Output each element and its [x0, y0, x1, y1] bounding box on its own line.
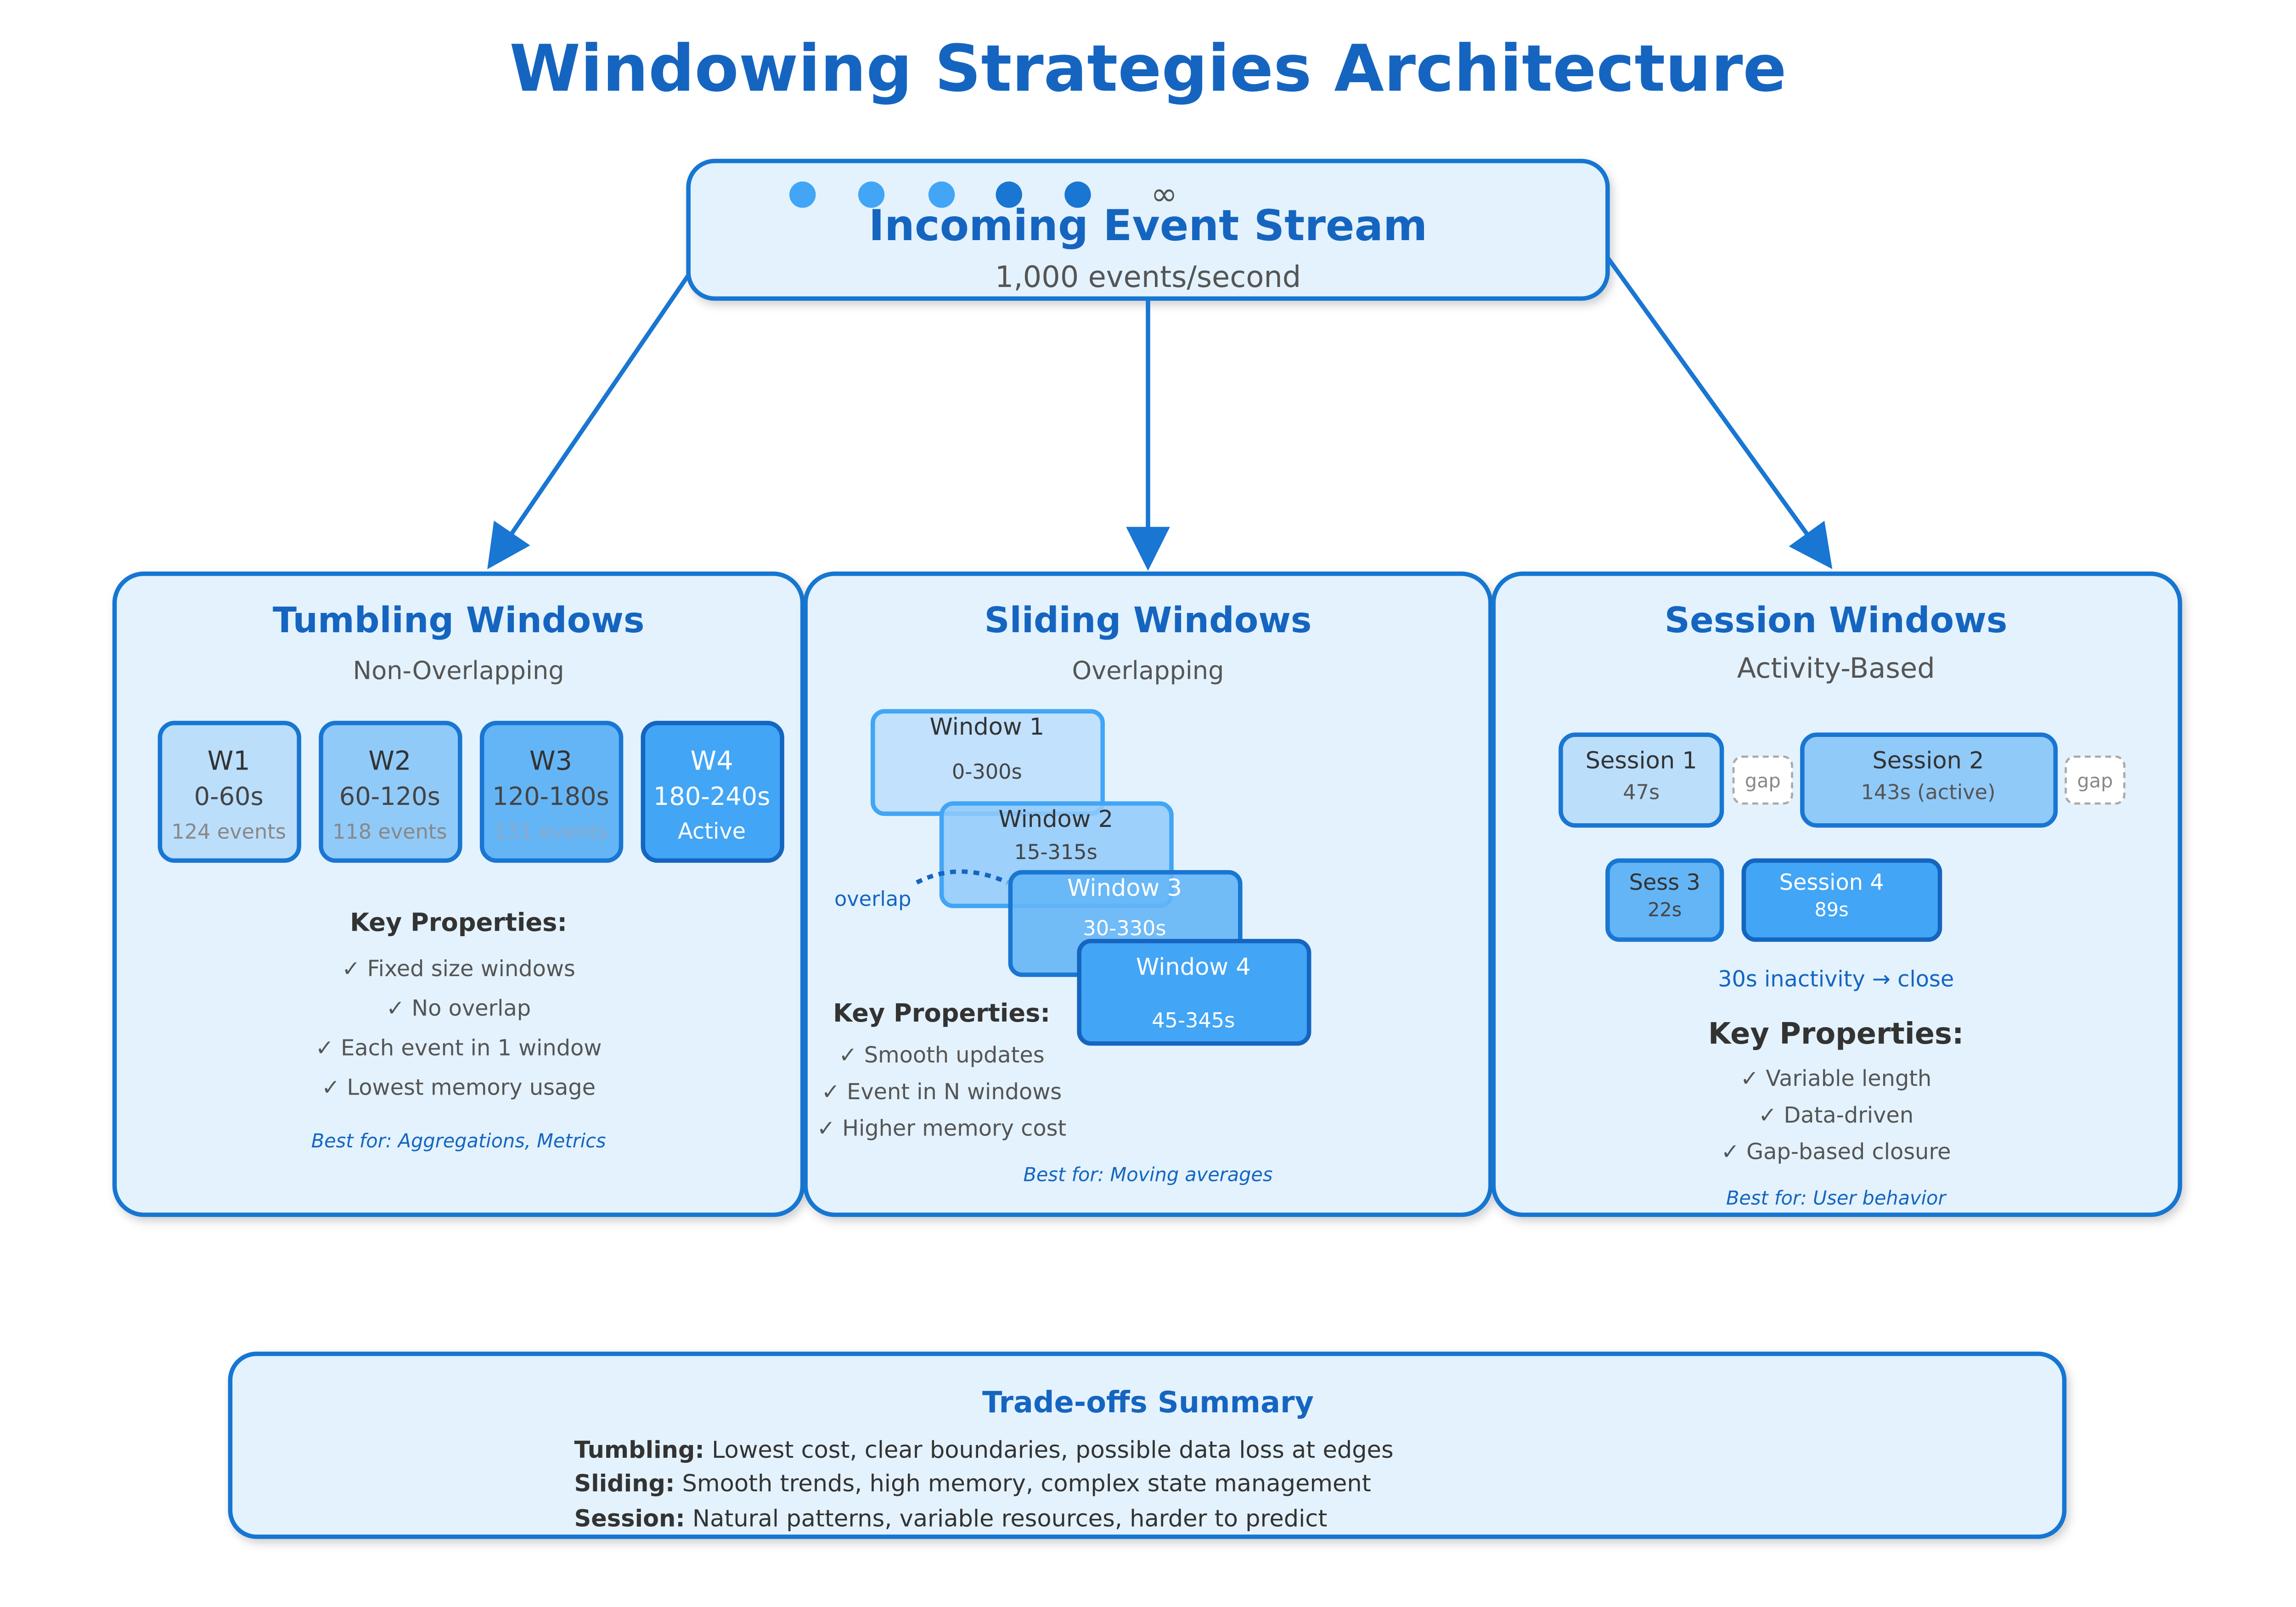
summary-row-session: Session: Natural patterns, variable reso…: [574, 1506, 1327, 1533]
page-title: Windowing Strategies Architecture: [509, 32, 1786, 107]
session-gap: gap: [2065, 755, 2126, 805]
session-rule: 30s inactivity → close: [1718, 966, 1954, 992]
session-prop: ✓ Variable length: [1740, 1066, 1931, 1091]
summary-row-sliding: Sliding: Smooth trends, high memory, com…: [574, 1470, 1371, 1497]
session-subtitle: Activity-Based: [1737, 652, 1935, 685]
session-duration: 89s: [1814, 899, 1848, 921]
window-range: 120-180s: [492, 782, 609, 811]
window-name: W1: [208, 746, 250, 776]
summary-label: Sliding:: [574, 1470, 675, 1497]
sliding-window-1: Window 1 0-300s: [870, 709, 1105, 816]
tumbling-panel: Tumbling Windows Non-Overlapping W1 0-60…: [112, 571, 805, 1217]
session-gap: gap: [1732, 755, 1793, 805]
session-name: Session 2: [1872, 747, 1984, 774]
window-range: 60-120s: [339, 782, 440, 811]
tumbling-subtitle: Non-Overlapping: [353, 656, 564, 685]
tumbling-best-for: Best for: Aggregations, Metrics: [311, 1130, 606, 1152]
window-name: W3: [529, 746, 572, 776]
window-range: 0-300s: [952, 760, 1022, 784]
event-dot: [928, 181, 955, 208]
window-name: W2: [368, 746, 411, 776]
window-count: 124 events: [171, 820, 286, 844]
summary-title: Trade-offs Summary: [982, 1386, 1314, 1420]
event-dot: [858, 181, 885, 208]
session-name: Session 4: [1779, 870, 1884, 895]
overlap-label: overlap: [834, 887, 912, 911]
tumbling-prop: ✓ No overlap: [386, 996, 531, 1021]
tradeoffs-summary: Trade-offs Summary Tumbling: Lowest cost…: [228, 1351, 2067, 1539]
session-props-title: Key Properties:: [1708, 1017, 1964, 1051]
session-prop: ✓ Gap-based closure: [1721, 1140, 1951, 1165]
tumbling-prop: ✓ Each event in 1 window: [315, 1035, 602, 1061]
session-duration: 143s (active): [1861, 780, 1996, 804]
summary-row-tumbling: Tumbling: Lowest cost, clear boundaries,…: [574, 1437, 1393, 1464]
window-name: Window 4: [1136, 954, 1251, 981]
summary-label: Tumbling:: [574, 1437, 704, 1464]
tumbling-props-title: Key Properties:: [350, 908, 567, 937]
window-name: Window 2: [998, 806, 1113, 833]
event-dot: [996, 181, 1022, 208]
session-name: Session 1: [1586, 747, 1697, 774]
stream-title: Incoming Event Stream: [869, 201, 1428, 250]
tumbling-window-w2: W2 60-120s 118 events: [319, 720, 462, 863]
event-dot: [789, 181, 816, 208]
sliding-subtitle: Overlapping: [1072, 656, 1224, 685]
event-dot: [1064, 181, 1091, 208]
session-3: Sess 3 22s: [1605, 858, 1724, 942]
window-range: 30-330s: [1083, 916, 1166, 940]
session-duration: 47s: [1623, 780, 1660, 804]
tumbling-title: Tumbling Windows: [273, 600, 645, 641]
arrow-to-tumbling: [487, 274, 691, 569]
tumbling-prop: ✓ Fixed size windows: [342, 956, 575, 982]
tumbling-window-w4: W4 180-240s Active: [641, 720, 784, 863]
session-prop: ✓ Data-driven: [1758, 1103, 1913, 1128]
window-status: Active: [678, 819, 746, 844]
window-count: 118 events: [332, 820, 447, 844]
sliding-props-title: Key Properties:: [833, 999, 1050, 1028]
summary-text: Lowest cost, clear boundaries, possible …: [704, 1437, 1394, 1464]
sliding-best-for: Best for: Moving averages: [1024, 1163, 1273, 1186]
gap-label: gap: [1745, 770, 1781, 792]
session-best-for: Best for: User behavior: [1726, 1187, 1947, 1209]
window-range: 45-345s: [1152, 1009, 1235, 1033]
window-name: W4: [690, 746, 733, 776]
session-2: Session 2 143s (active): [1800, 732, 2058, 828]
tumbling-window-w3: W3 120-180s 131 events: [479, 720, 624, 863]
window-name: Window 3: [1067, 875, 1182, 902]
sliding-prop: ✓ Smooth updates: [838, 1043, 1044, 1068]
session-1: Session 1 47s: [1559, 732, 1724, 828]
summary-text: Smooth trends, high memory, complex stat…: [675, 1470, 1371, 1497]
sliding-prop: ✓ Event in N windows: [822, 1079, 1062, 1105]
window-range: 0-60s: [194, 782, 264, 811]
tumbling-prop: ✓ Lowest memory usage: [321, 1075, 596, 1100]
session-title: Session Windows: [1665, 600, 2008, 641]
window-count: 131 events: [494, 820, 608, 844]
window-range: 180-240s: [653, 782, 771, 811]
tumbling-window-w1: W1 0-60s 124 events: [158, 720, 301, 863]
sliding-prop: ✓ Higher memory cost: [817, 1116, 1066, 1141]
window-range: 15-315s: [1014, 840, 1097, 864]
stream-rate: 1,000 events/second: [995, 260, 1301, 294]
sliding-title: Sliding Windows: [985, 600, 1312, 641]
session-name: Sess 3: [1629, 870, 1700, 895]
event-stream-box: ∞ Incoming Event Stream 1,000 events/sec…: [686, 158, 1610, 301]
summary-label: Session:: [574, 1506, 685, 1533]
summary-text: Natural patterns, variable resources, ha…: [685, 1506, 1328, 1533]
session-duration: 22s: [1648, 899, 1682, 921]
session-4: Session 4 89s: [1741, 858, 1942, 942]
window-name: Window 1: [929, 714, 1044, 741]
gap-label: gap: [2077, 770, 2113, 792]
sliding-panel: Sliding Windows Overlapping Window 1 0-3…: [803, 571, 1493, 1217]
sliding-window-4: Window 4 45-345s: [1077, 938, 1311, 1046]
infinity-symbol: ∞: [1151, 175, 1177, 213]
arrow-to-session: [1606, 256, 1833, 569]
session-panel: Session Windows Activity-Based Session 1…: [1491, 571, 2183, 1217]
